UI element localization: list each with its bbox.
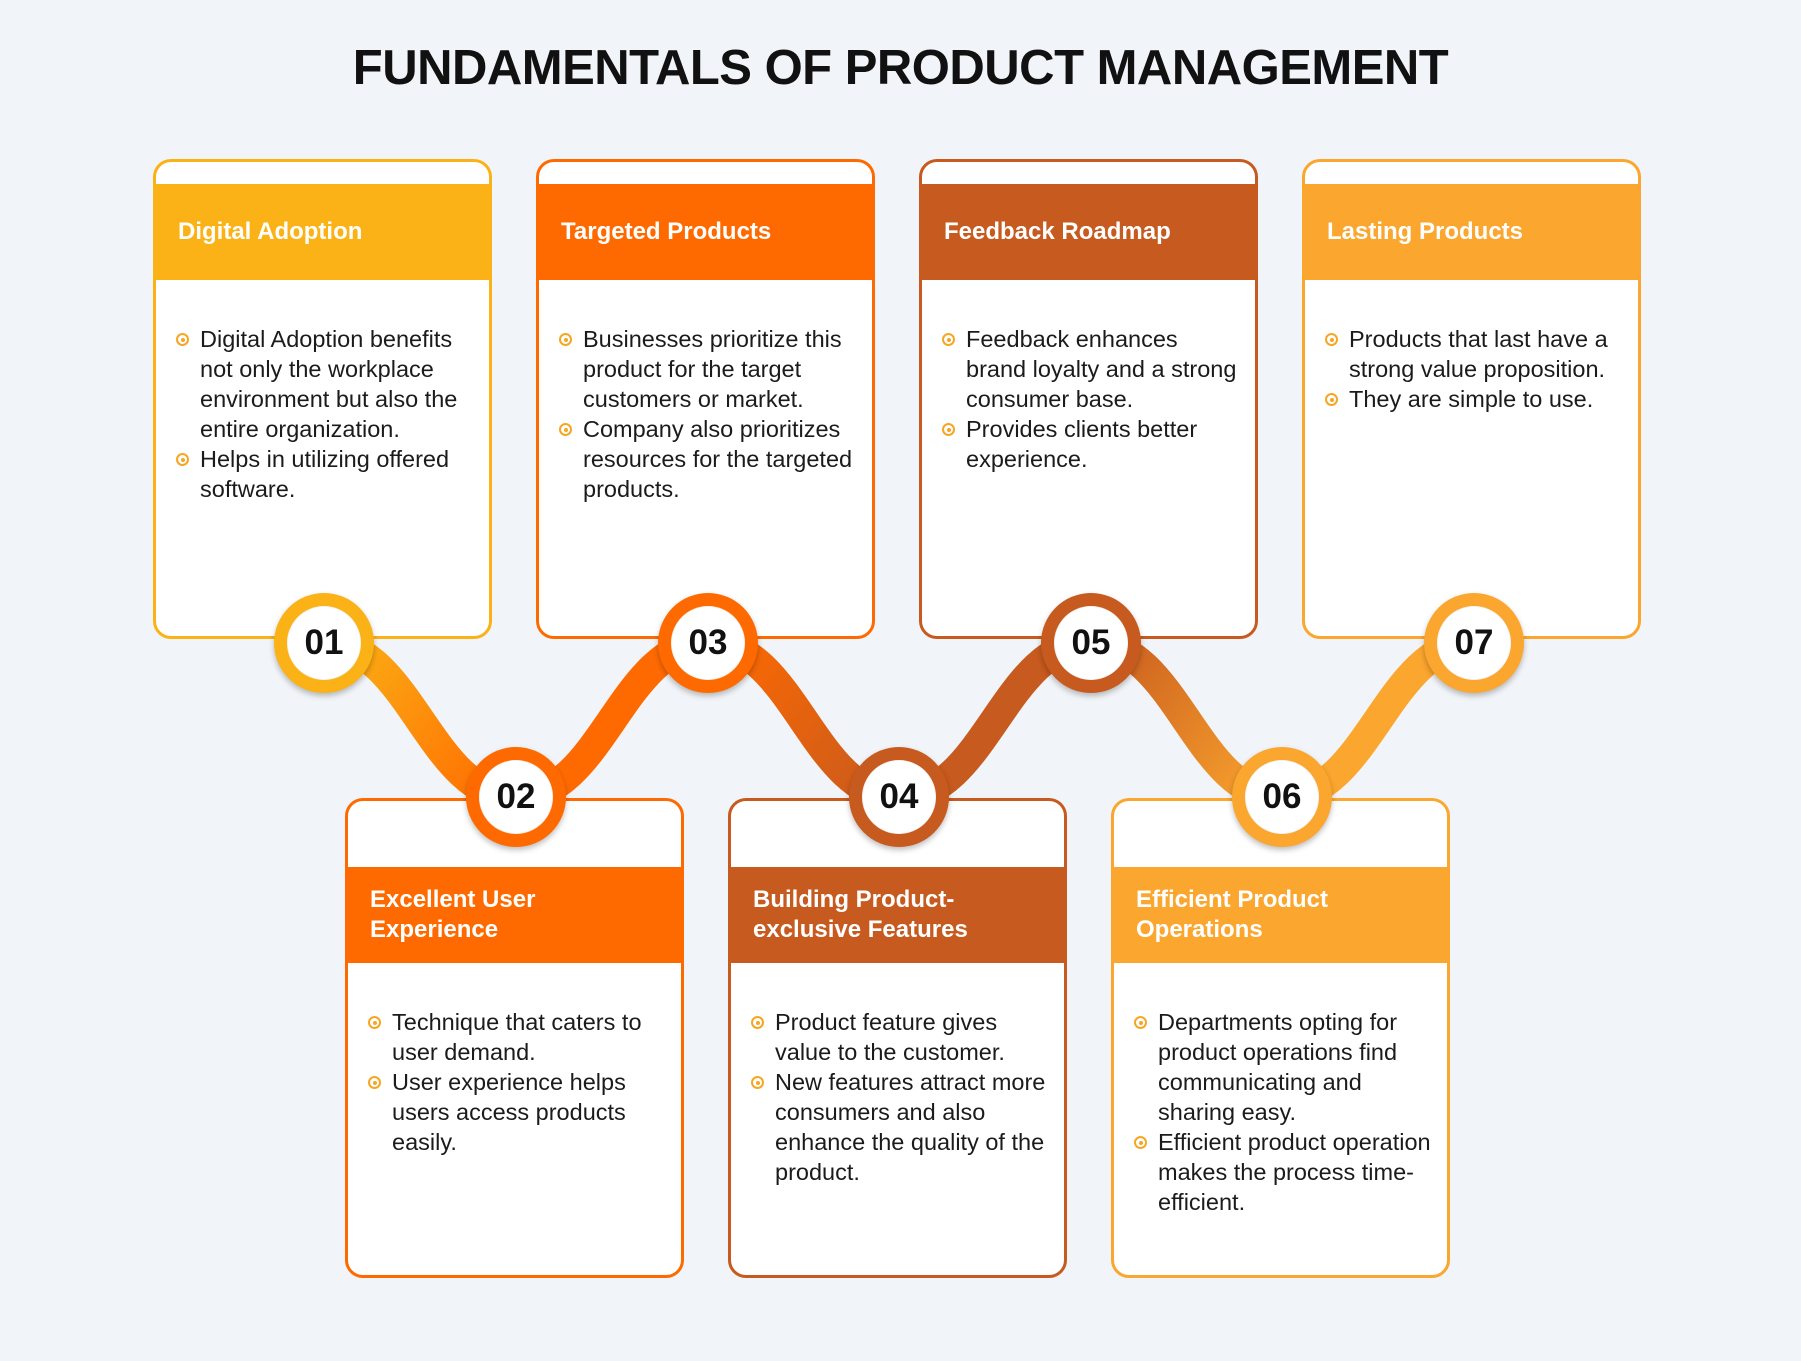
step-point: Technique that caters to user demand. — [368, 1007, 667, 1067]
step-point-text: Technique that caters to user demand. — [392, 1009, 642, 1065]
step-point: Company also prioritizes resources for t… — [559, 414, 858, 504]
step-point: Departments opting for product operation… — [1134, 1007, 1433, 1127]
step-point: User experience helps users access produ… — [368, 1067, 667, 1157]
step-title: Lasting Products — [1305, 184, 1638, 280]
step-point-text: Product feature gives value to the custo… — [775, 1009, 1005, 1065]
step-number: 03 — [671, 606, 745, 680]
step-number-badge-03: 03 — [658, 593, 758, 693]
circle-dot-icon — [559, 423, 572, 436]
step-point-text: User experience helps users access produ… — [392, 1069, 626, 1155]
step-point: Businesses prioritize this product for t… — [559, 324, 858, 414]
step-number-badge-04: 04 — [849, 747, 949, 847]
circle-dot-icon — [176, 333, 189, 346]
step-number: 06 — [1245, 760, 1319, 834]
circle-dot-icon — [368, 1076, 381, 1089]
step-point: Products that last have a strong value p… — [1325, 324, 1624, 384]
step-number: 02 — [479, 760, 553, 834]
step-point-text: Products that last have a strong value p… — [1349, 326, 1608, 382]
step-point: Product feature gives value to the custo… — [751, 1007, 1050, 1067]
page-title: FUNDAMENTALS OF PRODUCT MANAGEMENT — [352, 41, 1449, 95]
circle-dot-icon — [1325, 333, 1338, 346]
step-point: Provides clients better experience. — [942, 414, 1241, 474]
circle-dot-icon — [368, 1016, 381, 1029]
step-point: Digital Adoption benefits not only the w… — [176, 324, 475, 444]
step-points: Businesses prioritize this product for t… — [559, 324, 858, 504]
step-points: Digital Adoption benefits not only the w… — [176, 324, 475, 504]
circle-dot-icon — [1134, 1136, 1147, 1149]
step-point-text: Businesses prioritize this product for t… — [583, 326, 842, 412]
circle-dot-icon — [1134, 1016, 1147, 1029]
step-point-text: Provides clients better experience. — [966, 416, 1198, 472]
step-title: Targeted Products — [539, 184, 872, 280]
step-point: Efficient product operation makes the pr… — [1134, 1127, 1433, 1217]
step-title: Efficient Product Operations — [1114, 867, 1447, 963]
step-number-badge-07: 07 — [1424, 593, 1524, 693]
step-number: 04 — [862, 760, 936, 834]
circle-dot-icon — [942, 333, 955, 346]
circle-dot-icon — [751, 1076, 764, 1089]
step-point-text: Digital Adoption benefits not only the w… — [200, 326, 458, 442]
step-point-text: Efficient product operation makes the pr… — [1158, 1129, 1431, 1215]
circle-dot-icon — [751, 1016, 764, 1029]
step-point-text: They are simple to use. — [1349, 386, 1594, 412]
step-number: 01 — [287, 606, 361, 680]
circle-dot-icon — [559, 333, 572, 346]
step-point-text: New features attract more consumers and … — [775, 1069, 1046, 1185]
circle-dot-icon — [1325, 393, 1338, 406]
step-point: Feedback enhances brand loyalty and a st… — [942, 324, 1241, 414]
step-number: 07 — [1437, 606, 1511, 680]
circle-dot-icon — [942, 423, 955, 436]
step-points: Products that last have a strong value p… — [1325, 324, 1624, 414]
step-title: Excellent User Experience — [348, 867, 681, 963]
step-number-badge-06: 06 — [1232, 747, 1332, 847]
step-point-text: Company also prioritizes resources for t… — [583, 416, 853, 502]
step-points: Feedback enhances brand loyalty and a st… — [942, 324, 1241, 474]
step-point: New features attract more consumers and … — [751, 1067, 1050, 1187]
step-title: Digital Adoption — [156, 184, 489, 280]
step-point-text: Departments opting for product operation… — [1158, 1009, 1398, 1125]
step-title: Feedback Roadmap — [922, 184, 1255, 280]
step-number-badge-01: 01 — [274, 593, 374, 693]
step-point: They are simple to use. — [1325, 384, 1624, 414]
step-number-badge-05: 05 — [1041, 593, 1141, 693]
step-points: Product feature gives value to the custo… — [751, 1007, 1050, 1187]
circle-dot-icon — [176, 453, 189, 466]
step-points: Departments opting for product operation… — [1134, 1007, 1433, 1217]
step-point: Helps in utilizing offered software. — [176, 444, 475, 504]
step-title: Building Product-exclusive Features — [731, 867, 1064, 963]
step-point-text: Feedback enhances brand loyalty and a st… — [966, 326, 1237, 412]
step-number: 05 — [1054, 606, 1128, 680]
step-point-text: Helps in utilizing offered software. — [200, 446, 450, 502]
step-points: Technique that caters to user demand.Use… — [368, 1007, 667, 1157]
step-number-badge-02: 02 — [466, 747, 566, 847]
